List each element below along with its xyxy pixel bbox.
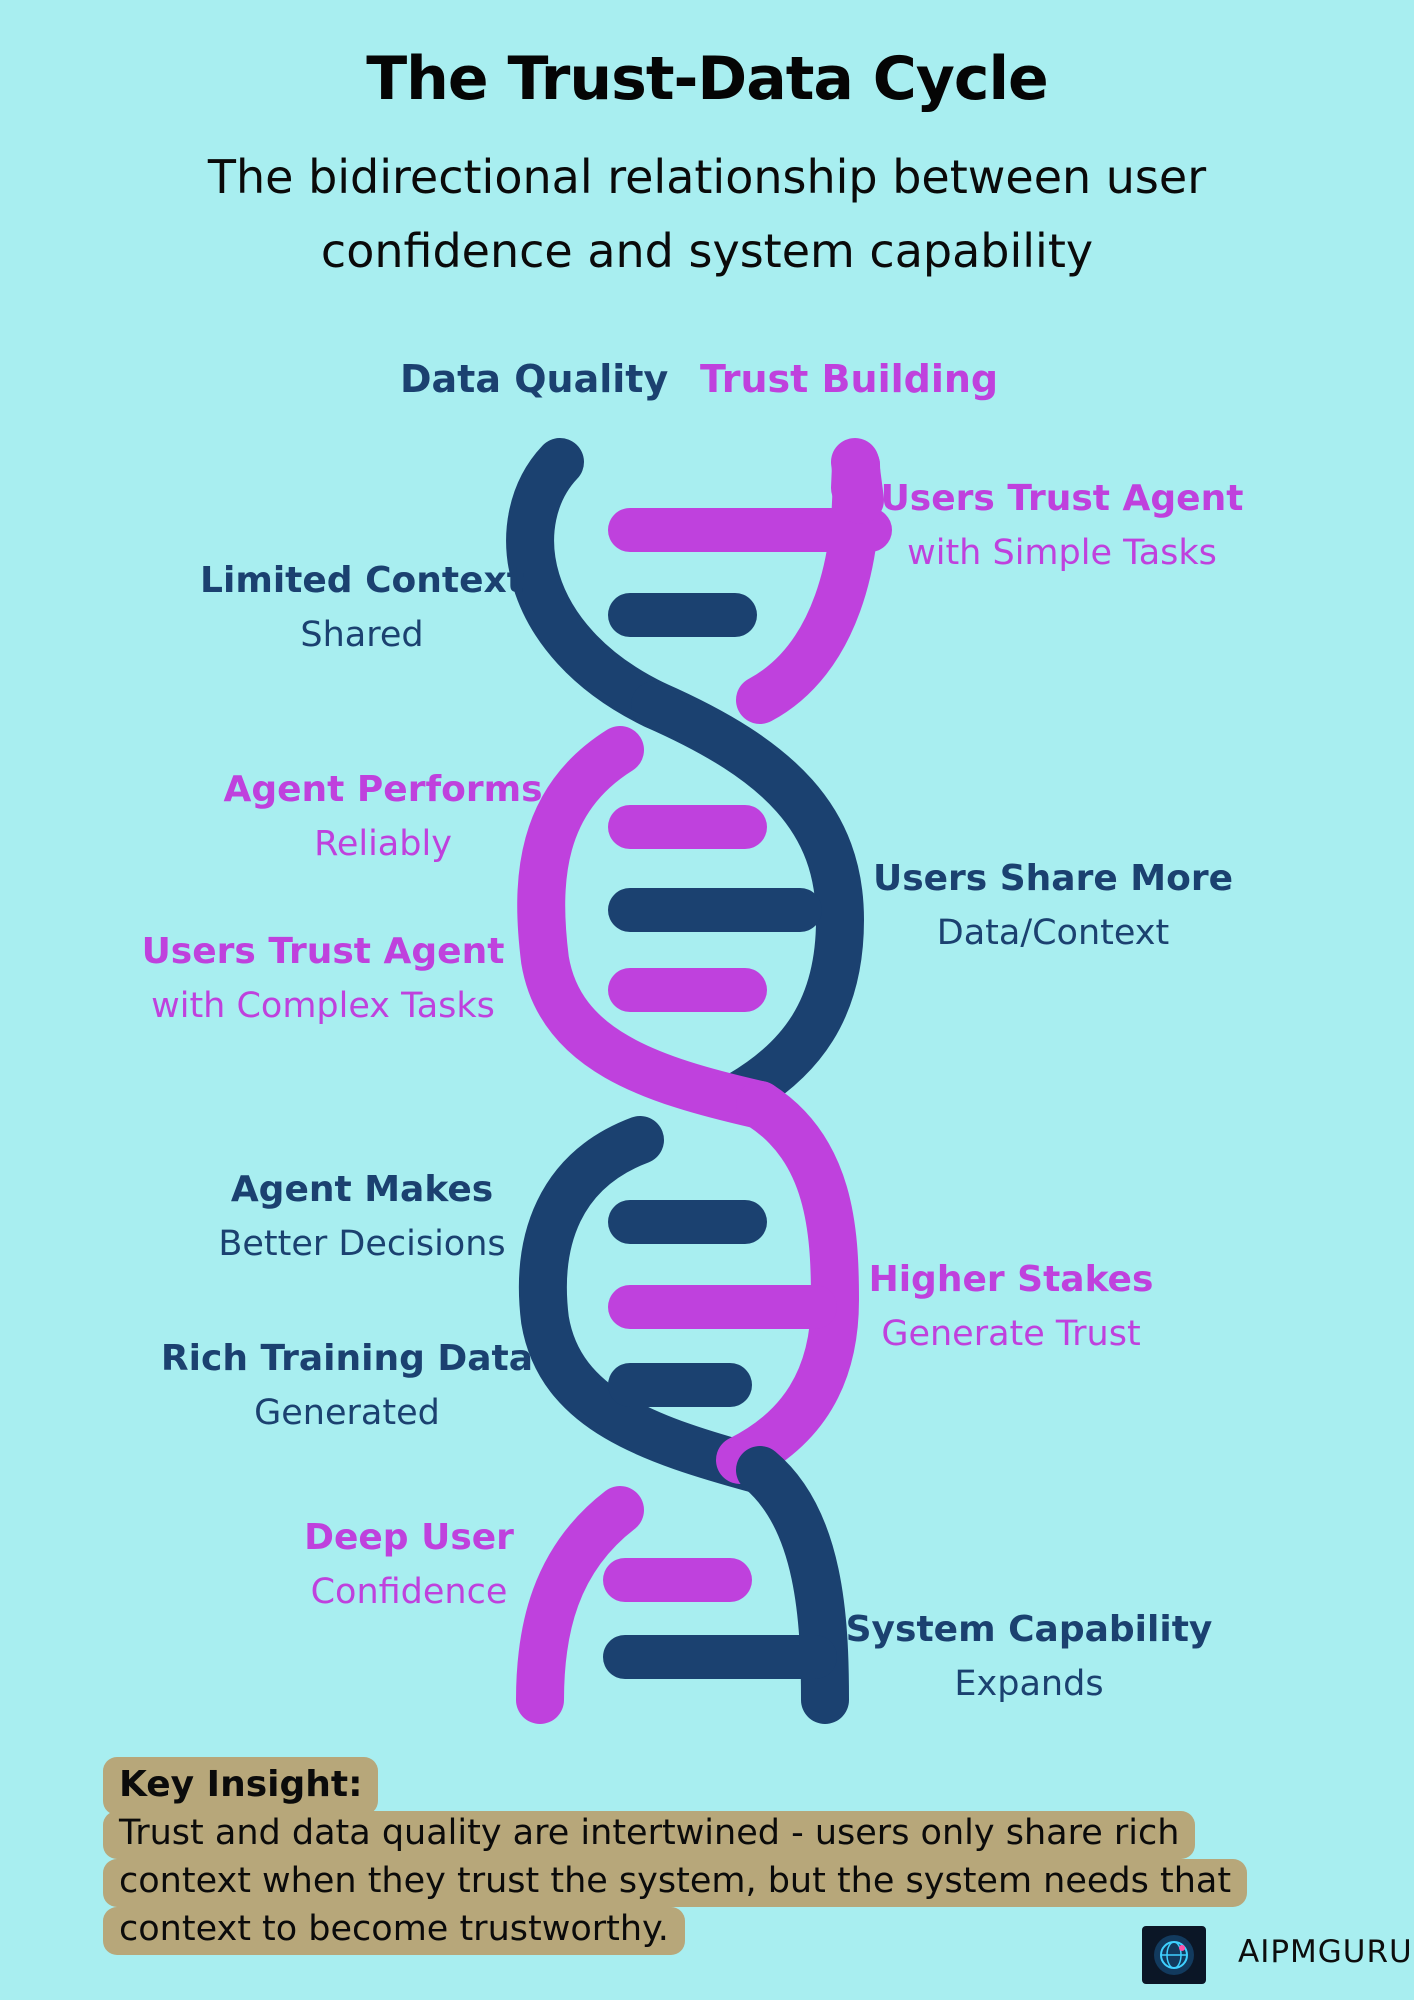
key-insight-text: Trust and data quality are intertwined -… [103, 1811, 1247, 1955]
brand-name: AIPMGURU [1238, 1934, 1413, 1970]
trust-strand-segment [540, 1510, 620, 1700]
trust-strand-segment [740, 1105, 835, 1460]
data-strand-segment [530, 462, 655, 705]
helix-body [530, 462, 870, 1700]
key-insight-box: Key Insight: Trust and data quality are … [103, 1757, 1273, 1959]
trust-strand-segment [855, 462, 860, 500]
key-insight-heading: Key Insight: [103, 1757, 378, 1815]
brain-globe-icon [1142, 1926, 1206, 1984]
